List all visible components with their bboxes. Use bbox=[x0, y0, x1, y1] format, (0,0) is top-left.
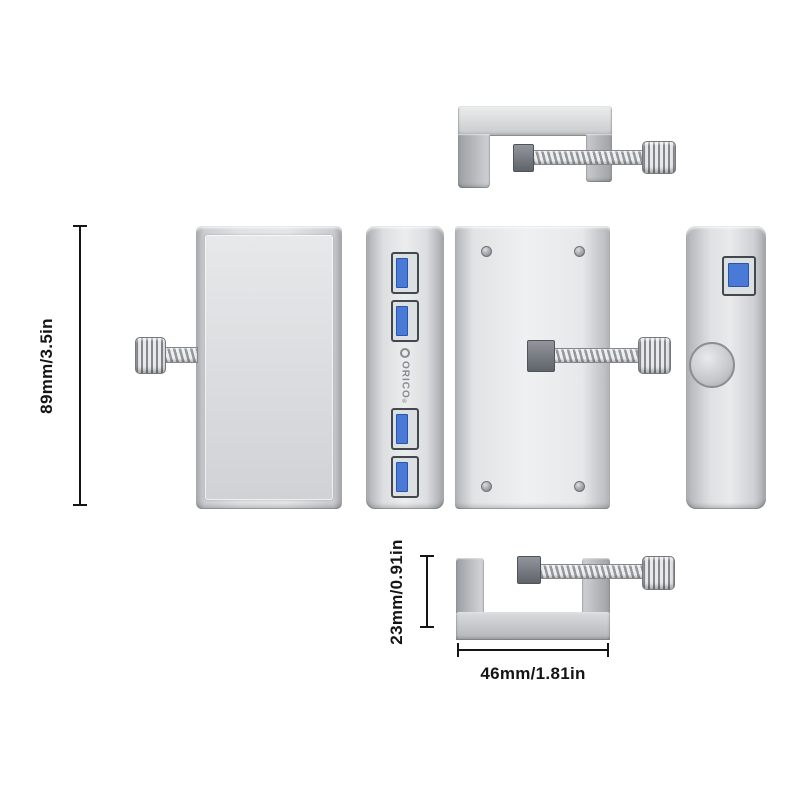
usb-port-3-icon bbox=[391, 408, 419, 450]
side-usb-port-icon bbox=[722, 256, 756, 296]
rear-face-panel bbox=[205, 235, 333, 500]
clamp-bottom-knob-icon bbox=[642, 556, 675, 590]
corner-screw-icon bbox=[574, 246, 585, 257]
thumbscrew-knob-icon bbox=[135, 337, 166, 374]
clamp-thumbscrew-knob-icon bbox=[638, 337, 671, 374]
corner-screw-icon bbox=[481, 481, 492, 492]
usb-port-1-icon bbox=[391, 252, 419, 294]
usb-port-4-icon bbox=[391, 456, 419, 498]
usb-tongue-icon bbox=[728, 263, 749, 287]
thumbscrew-end-circle-icon bbox=[689, 342, 735, 388]
device-rear-view bbox=[196, 226, 342, 509]
clamp-bottom-bar bbox=[456, 612, 610, 640]
device-side-view bbox=[686, 226, 766, 509]
corner-screw-icon bbox=[481, 246, 492, 257]
clamp-top-left-jaw bbox=[458, 134, 490, 188]
clamp-top-knob-icon bbox=[642, 141, 676, 174]
height-dim-label: 89mm/3.5in bbox=[37, 318, 56, 414]
clamp-height-dim-label: 23mm/0.91in bbox=[387, 539, 406, 645]
height-dim-bottom-tick bbox=[73, 504, 87, 506]
clamp-pad-icon bbox=[527, 340, 555, 372]
clamp-width-dim-label: 46mm/1.81in bbox=[480, 664, 586, 683]
usb-tongue-icon bbox=[396, 306, 408, 336]
clamp-height-dim-line bbox=[426, 556, 428, 628]
orico-logo-text: ORICO® bbox=[399, 361, 411, 406]
clamp-height-dim-bottom-tick bbox=[420, 626, 434, 628]
usb-tongue-icon bbox=[396, 258, 408, 288]
clamp-width-dim-line bbox=[459, 649, 607, 651]
usb-tongue-icon bbox=[396, 462, 408, 492]
clamp-top-screw-thread-icon bbox=[532, 150, 644, 165]
clamp-width-dim-left-tick bbox=[457, 643, 459, 657]
clamp-bottom-pad-icon bbox=[517, 556, 541, 584]
clamp-screw-thread-icon bbox=[552, 348, 642, 363]
height-dim-line bbox=[79, 226, 81, 506]
orico-logo-icon bbox=[400, 348, 410, 358]
clamp-top-pad-icon bbox=[513, 144, 534, 172]
clamp-top-bar bbox=[458, 106, 612, 136]
clamp-width-dim-right-tick bbox=[607, 643, 609, 657]
orico-logo: ORICO® bbox=[366, 348, 444, 406]
usb-tongue-icon bbox=[396, 414, 408, 444]
corner-screw-icon bbox=[574, 481, 585, 492]
clamp-bottom-screw-thread-icon bbox=[540, 564, 644, 579]
thumbscrew-thread-icon bbox=[164, 347, 198, 363]
usb-port-2-icon bbox=[391, 300, 419, 342]
device-front-view: ORICO® bbox=[366, 226, 444, 509]
